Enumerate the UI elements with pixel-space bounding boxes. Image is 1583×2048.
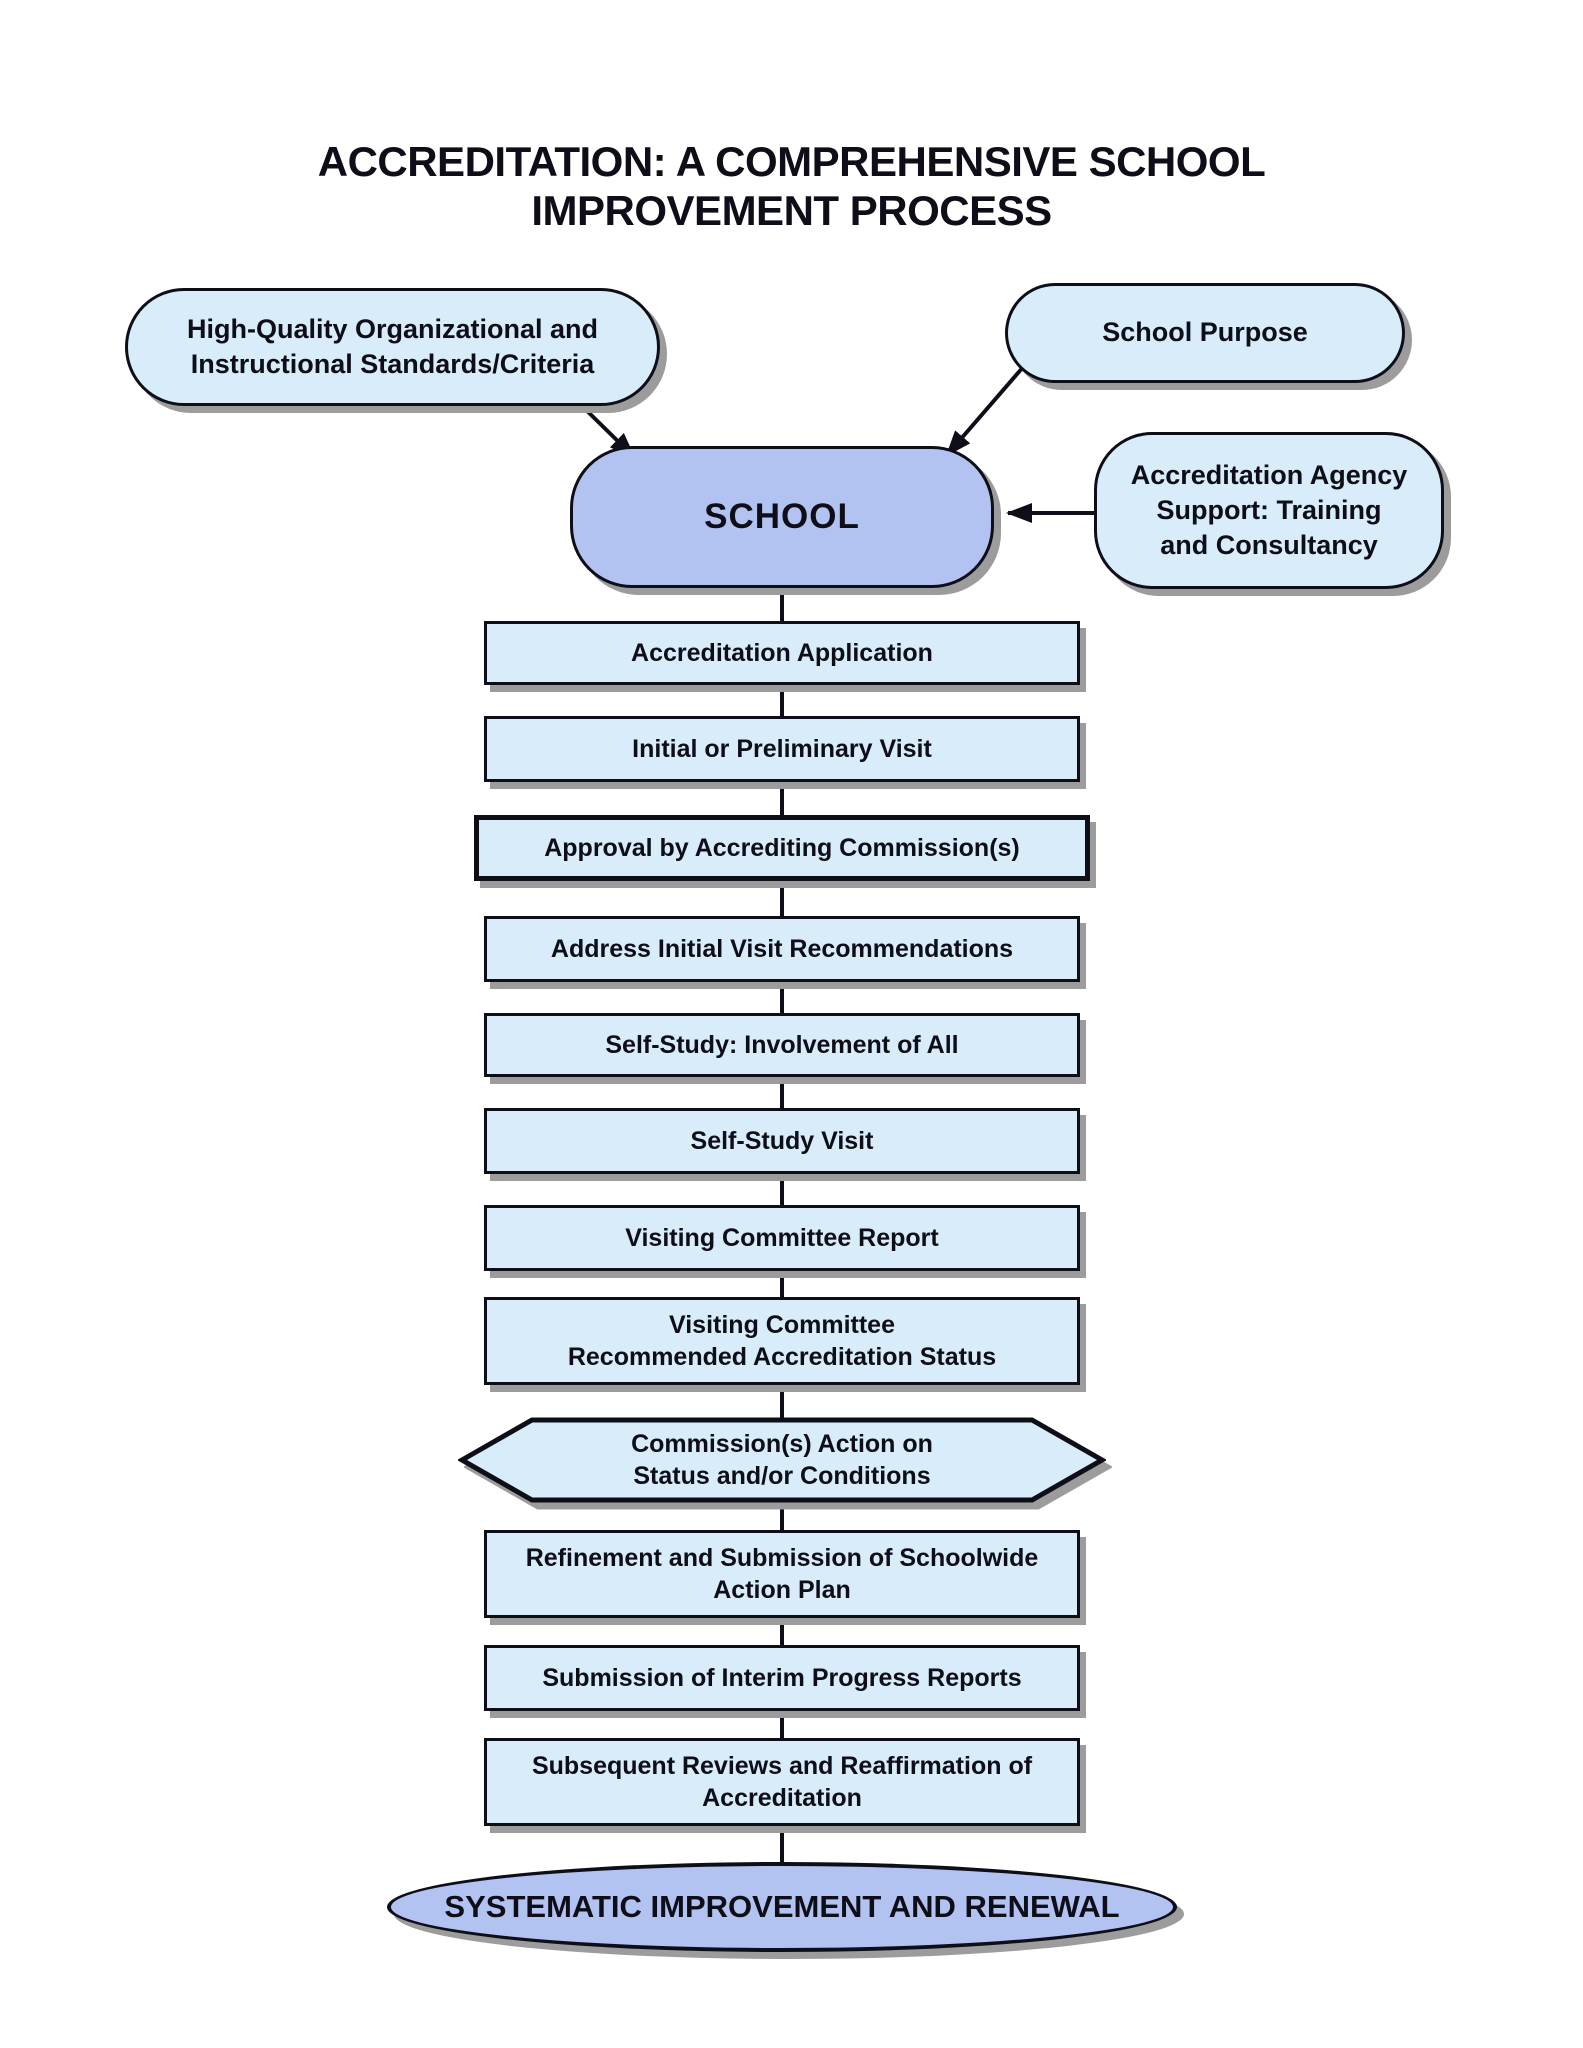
agency-support-bubble: Accreditation Agency Support: Training a… (1094, 432, 1444, 589)
step-commissions-action-hexagon: Commission(s) Action on Status and/or Co… (458, 1417, 1106, 1503)
step-approval-by-commissions: Approval by Accrediting Commission(s) (474, 815, 1090, 881)
arrow-purpose-to-school (945, 364, 1026, 457)
step-self-study-visit: Self-Study Visit (484, 1108, 1080, 1174)
step-interim-progress-reports: Submission of Interim Progress Reports (484, 1645, 1080, 1711)
step-visiting-committee-report: Visiting Committee Report (484, 1205, 1080, 1271)
step-self-study-involvement: Self-Study: Involvement of All (484, 1013, 1080, 1077)
page-title: ACCREDITATION: A COMPREHENSIVE SCHOOL IM… (317, 138, 1266, 234)
step-initial-preliminary-visit: Initial or Preliminary Visit (484, 716, 1080, 782)
step-subsequent-reviews: Subsequent Reviews and Reaffirmation of … (484, 1738, 1080, 1826)
step-address-initial-visit-recommendations: Address Initial Visit Recommendations (484, 916, 1080, 982)
school-node: SCHOOL (570, 446, 994, 588)
school-purpose-bubble: School Purpose (1005, 283, 1405, 383)
hexagon-label: Commission(s) Action on Status and/or Co… (631, 1429, 933, 1491)
step-accreditation-application: Accreditation Application (484, 621, 1080, 685)
hexagon-shape (458, 1417, 1106, 1503)
standards-criteria-bubble: High-Quality Organizational and Instruct… (125, 288, 660, 406)
systematic-improvement-terminal: SYSTEMATIC IMPROVEMENT AND RENEWAL (387, 1862, 1177, 1952)
step-refinement-action-plan: Refinement and Submission of Schoolwide … (484, 1530, 1080, 1618)
step-recommended-accreditation-status: Visiting Committee Recommended Accredita… (484, 1297, 1080, 1385)
